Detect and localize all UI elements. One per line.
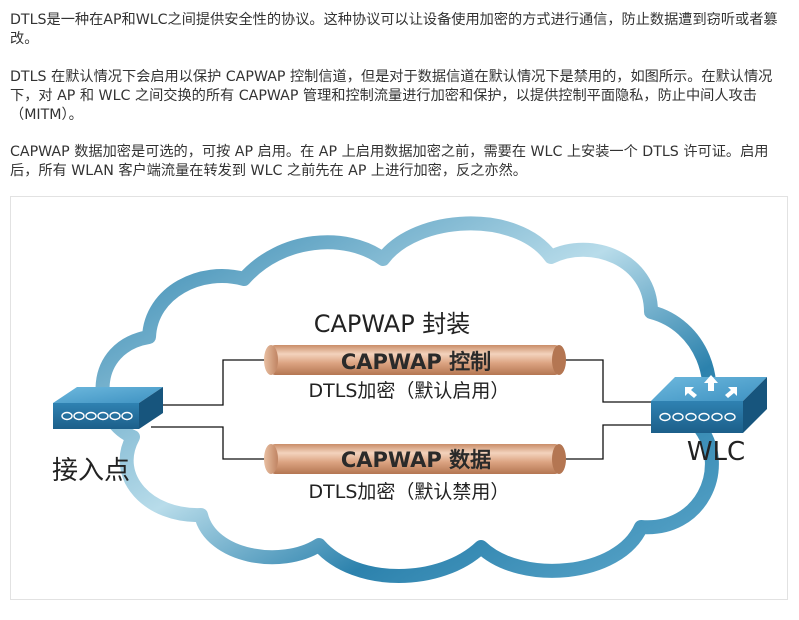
control-tunnel-label: CAPWAP 控制 — [341, 350, 491, 374]
network-cloud — [95, 216, 719, 583]
wlc-controller-icon — [651, 375, 767, 433]
capwap-dtls-diagram: CAPWAP 封装 CAPWAP 控制 DTLS加密（默认启用） CAPWAP … — [10, 196, 788, 600]
access-point-icon — [53, 387, 163, 429]
data-tunnel-label: CAPWAP 数据 — [341, 448, 491, 472]
ap-data-link — [151, 426, 266, 460]
wlc-data-link — [563, 424, 651, 460]
ap-control-link — [151, 359, 266, 406]
intro-paragraph-2: DTLS 在默认情况下会启用以保护 CAPWAP 控制信道，但是对于数据信道在默… — [10, 69, 773, 123]
intro-paragraph-3: CAPWAP 数据加密是可选的，可按 AP 启用。在 AP 上启用数据加密之前，… — [10, 144, 769, 179]
wlc-label: WLC — [687, 437, 745, 467]
access-point-label: 接入点 — [52, 456, 130, 486]
wlc-control-link — [563, 359, 651, 403]
intro-paragraph-1: DTLS是一种在AP和WLC之间提供安全性的协议。这种协议可以让设备使用加密的方… — [10, 12, 778, 47]
control-tunnel — [264, 345, 566, 375]
diagram-canvas: CAPWAP 封装 CAPWAP 控制 DTLS加密（默认启用） CAPWAP … — [52, 216, 767, 583]
capwap-encapsulation-label: CAPWAP 封装 — [314, 310, 471, 338]
data-tunnel — [264, 444, 566, 474]
control-encryption-label: DTLS加密（默认启用） — [309, 380, 510, 402]
data-encryption-label: DTLS加密（默认禁用） — [309, 481, 510, 503]
